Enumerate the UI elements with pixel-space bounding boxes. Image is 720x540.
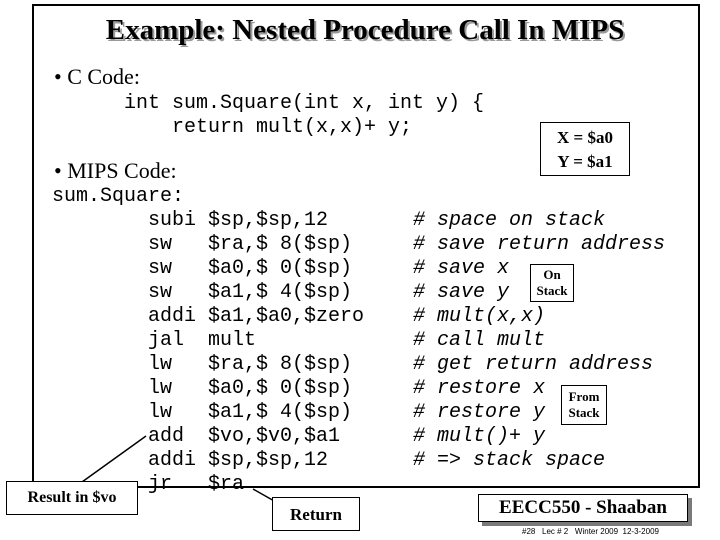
- register-mapping-box: X = $a0 Y = $a1: [540, 122, 630, 176]
- on-stack-line-2: Stack: [536, 283, 568, 298]
- mips-arg: $a1,$a0,$zero: [208, 305, 365, 328]
- mips-label: sum.Square:: [52, 185, 185, 208]
- mips-arg: $ra,$ 8($sp): [208, 353, 353, 376]
- result-pointer-line: [81, 435, 147, 483]
- on-stack-callout: On Stack: [530, 264, 574, 302]
- mips-comment: # restore y: [413, 401, 546, 424]
- slide-title: Example: Nested Procedure Call In MIPS: [105, 14, 625, 46]
- mips-comment: # get return address: [413, 353, 654, 376]
- mips-comment: # save return address: [413, 233, 666, 256]
- mips-comment: # save y: [413, 281, 510, 304]
- from-stack-line-2: Stack: [568, 405, 600, 420]
- mips-op: lw: [148, 377, 173, 400]
- register-y: Y = $a1: [557, 152, 613, 171]
- slide-frame: [32, 4, 700, 488]
- c-code-line-2: return mult(x,x)+ y;: [124, 116, 413, 139]
- mips-comment: # restore x: [413, 377, 546, 400]
- bullet-mips-code: • MIPS Code:: [54, 158, 177, 183]
- mips-op: addi: [148, 449, 197, 472]
- c-code-line-1: int sum.Square(int x, int y) {: [124, 92, 485, 115]
- mips-arg: $a0,$ 0($sp): [208, 377, 353, 400]
- mips-comment: # space on stack: [413, 209, 606, 232]
- mips-op: add: [148, 425, 185, 448]
- mips-arg: $a1,$ 4($sp): [208, 401, 353, 424]
- bullet-c-code: • C Code:: [54, 64, 140, 89]
- mips-arg: $ra: [208, 473, 245, 496]
- mips-arg: $sp,$sp,12: [208, 449, 329, 472]
- mips-comment: # mult(x,x): [413, 305, 546, 328]
- mips-arg: $sp,$sp,12: [208, 209, 329, 232]
- mips-op: sw: [148, 233, 173, 256]
- mips-op: lw: [148, 401, 173, 424]
- register-x: X = $a0: [557, 128, 613, 147]
- course-badge: EECC550 - Shaaban: [478, 494, 688, 522]
- mips-comment: # call mult: [413, 329, 546, 352]
- result-callout: Result in $vo: [6, 481, 138, 515]
- mips-comment: # mult()+ y: [413, 425, 546, 448]
- mips-arg: $ra,$ 8($sp): [208, 233, 353, 256]
- slide-footer: #28 Lec # 2 Winter 2009 12-3-2009: [522, 527, 659, 536]
- mips-comment: # save x: [413, 257, 510, 280]
- mips-arg: $vo,$v0,$a1: [208, 425, 341, 448]
- mips-op: lw: [148, 353, 173, 376]
- mips-arg: $a0,$ 0($sp): [208, 257, 353, 280]
- return-callout: Return: [272, 497, 360, 531]
- mips-op: jal: [148, 329, 185, 352]
- mips-op: jr: [148, 473, 173, 496]
- mips-op: subi: [148, 209, 197, 232]
- mips-arg: mult: [208, 329, 257, 352]
- mips-op: sw: [148, 257, 173, 280]
- mips-comment: # => stack space: [413, 449, 606, 472]
- mips-op: addi: [148, 305, 197, 328]
- mips-arg: $a1,$ 4($sp): [208, 281, 353, 304]
- mips-op: sw: [148, 281, 173, 304]
- on-stack-line-1: On: [543, 267, 561, 282]
- from-stack-line-1: From: [568, 389, 600, 404]
- from-stack-callout: From Stack: [561, 385, 607, 425]
